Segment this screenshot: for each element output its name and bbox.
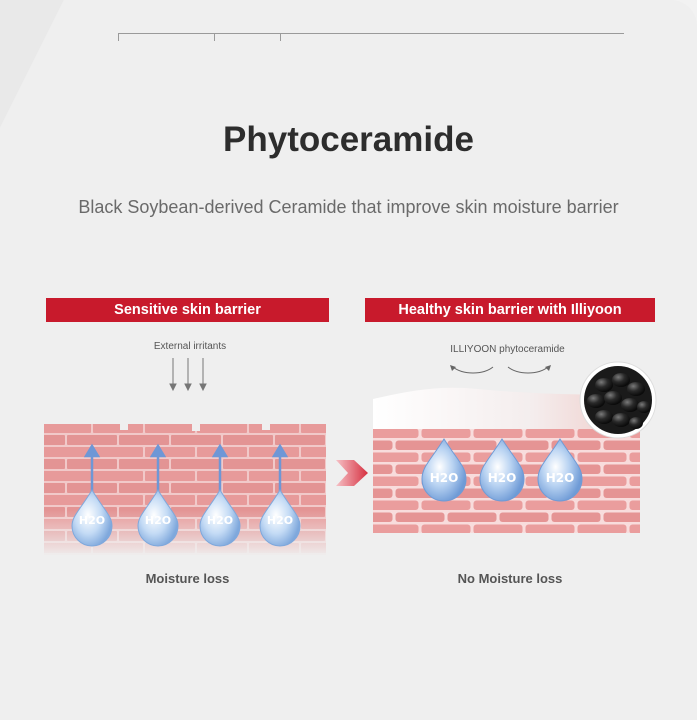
healthy-barrier-banner: Healthy skin barrier with Illiyoon: [365, 298, 655, 322]
irritant-arrows-icon: [170, 358, 206, 390]
no-moisture-loss-caption: No Moisture loss: [365, 571, 655, 586]
arrow-right-icon: [334, 458, 370, 488]
sensitive-skin-illustration: H2O H2O H2O H2O: [40, 350, 335, 565]
drop-label: H2O: [79, 514, 105, 527]
water-drop-icon: [422, 439, 582, 501]
top-divider: [118, 33, 624, 34]
drop-label: H2O: [430, 471, 459, 485]
page-title: Phytoceramide: [0, 120, 697, 160]
page-subtitle: Black Soybean-derived Ceramide that impr…: [0, 197, 697, 218]
drop-label: H2O: [488, 471, 517, 485]
phytoceramide-label: ILLIYOON phytoceramide: [420, 344, 595, 355]
sensitive-barrier-banner: Sensitive skin barrier: [46, 298, 329, 322]
moisture-loss-caption: Moisture loss: [46, 571, 329, 586]
divider-tick: [118, 33, 119, 41]
healthy-skin-illustration: H2O H2O H2O: [368, 355, 668, 540]
black-soybeans-icon: [580, 362, 656, 438]
phytoceramide-flow-arrows: [453, 367, 548, 373]
drop-label: H2O: [207, 514, 233, 527]
drop-label: H2O: [546, 471, 575, 485]
drop-label: H2O: [267, 514, 293, 527]
drop-label: H2O: [145, 514, 171, 527]
divider-tick: [214, 33, 215, 41]
divider-tick: [280, 33, 281, 41]
